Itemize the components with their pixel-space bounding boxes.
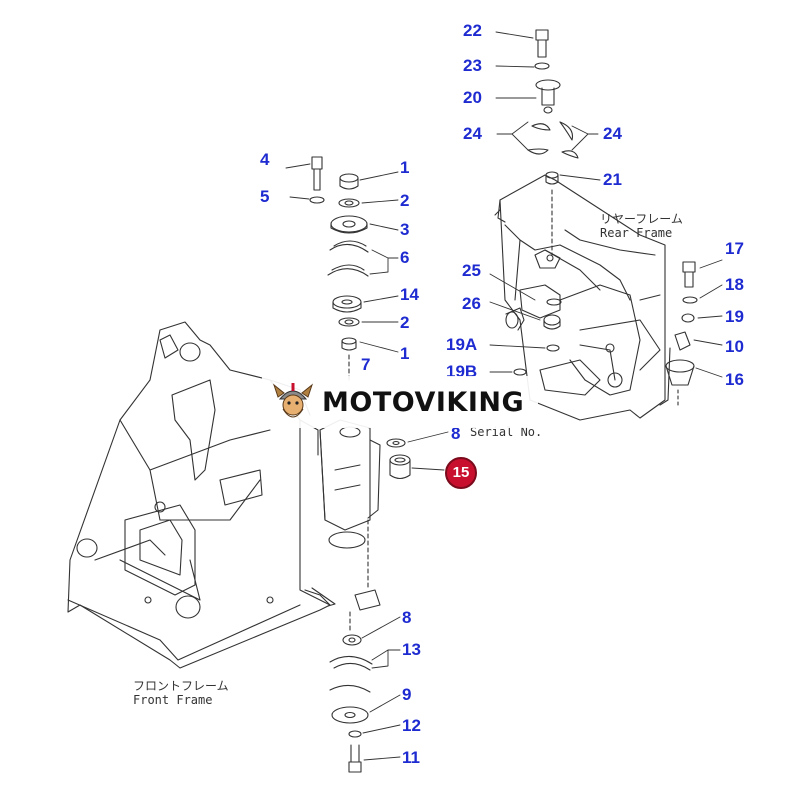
callout-17: 17 xyxy=(725,239,744,258)
rear-frame-drawing xyxy=(494,29,698,421)
rear-frame-label-jp: リヤーフレーム xyxy=(600,212,683,226)
callout-25: 25 xyxy=(462,261,481,280)
callout-9: 9 xyxy=(402,685,412,704)
callout-12: 12 xyxy=(402,716,421,735)
front-frame-label: フロントフレーム Front Frame xyxy=(133,679,229,708)
rear-frame-label: リヤーフレーム Rear Frame xyxy=(600,212,683,241)
callout-20: 20 xyxy=(463,88,482,107)
callout-14: 14 xyxy=(400,285,419,304)
callout-13: 13 xyxy=(402,640,421,659)
callout-18: 18 xyxy=(725,275,744,294)
callout-8-lower: 8 xyxy=(402,608,412,627)
serial-number-label: Serial No. xyxy=(470,425,543,439)
callout-3: 3 xyxy=(400,220,410,239)
rear-frame-label-en: Rear Frame xyxy=(600,226,673,241)
callout-21: 21 xyxy=(603,170,622,189)
callout-19B: 19B xyxy=(446,362,478,381)
callout-2-bottom: 2 xyxy=(400,313,410,332)
callout-7: 7 xyxy=(361,355,371,374)
callout-19A: 19A xyxy=(446,335,478,354)
front-frame-label-jp: フロントフレーム xyxy=(133,679,229,693)
callout-5: 5 xyxy=(260,187,270,206)
callout-10: 10 xyxy=(725,337,744,356)
viking-mascot-icon xyxy=(272,383,314,418)
center-hinge-stack xyxy=(309,156,411,773)
leader-lines xyxy=(285,31,723,761)
callout-15-highlighted: 15 xyxy=(445,457,477,489)
callout-4: 4 xyxy=(260,150,270,169)
callout-8-upper: 8 xyxy=(451,424,461,443)
callout-6: 6 xyxy=(400,248,410,267)
callout-11: 11 xyxy=(402,748,420,767)
front-frame-label-en: Front Frame xyxy=(133,693,213,708)
callout-22: 22 xyxy=(463,21,482,40)
callout-16: 16 xyxy=(725,370,744,389)
motoviking-logo: MOTOVIKING xyxy=(262,376,538,428)
callout-26: 26 xyxy=(462,294,481,313)
front-frame-drawing xyxy=(67,321,336,669)
callout-19: 19 xyxy=(725,307,744,326)
callout-2-top: 2 xyxy=(400,191,410,210)
callout-24-left: 24 xyxy=(463,124,482,143)
callout-1-top: 1 xyxy=(400,158,410,177)
logo-text: MOTOVIKING xyxy=(322,386,525,418)
callout-23: 23 xyxy=(463,56,482,75)
callout-1-bottom: 1 xyxy=(400,344,410,363)
callout-24-right: 24 xyxy=(603,124,622,143)
